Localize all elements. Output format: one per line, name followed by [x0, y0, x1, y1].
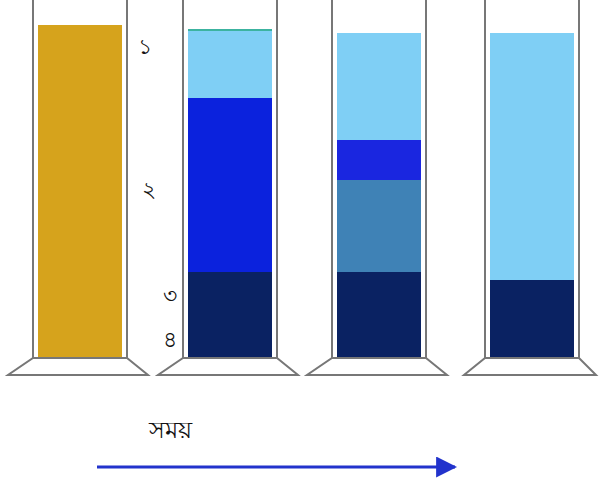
tube-stand	[158, 358, 298, 375]
callout-number: ৪	[163, 328, 177, 352]
callout-number: ২	[142, 178, 156, 202]
liquid-layer	[38, 25, 122, 358]
time-arrow	[97, 466, 455, 469]
liquid-layer	[188, 30, 272, 98]
liquid-layer	[337, 272, 421, 358]
tube-stand	[307, 358, 447, 375]
tube	[158, 0, 298, 375]
liquid-layer	[188, 272, 272, 358]
tube-stand	[464, 358, 596, 375]
tube-stand	[8, 358, 148, 375]
callout-number: ১	[138, 35, 152, 59]
liquid-layer	[188, 98, 272, 272]
liquid-layer	[337, 180, 421, 272]
callout-number: ৩	[163, 284, 177, 308]
axis-label: সময়	[149, 417, 192, 443]
liquid-layer	[337, 33, 421, 140]
liquid-layer	[337, 140, 421, 180]
liquid-layer	[490, 33, 574, 280]
tube	[307, 0, 447, 375]
tube	[464, 0, 596, 375]
liquid-layer	[490, 280, 574, 358]
tube	[8, 0, 148, 375]
